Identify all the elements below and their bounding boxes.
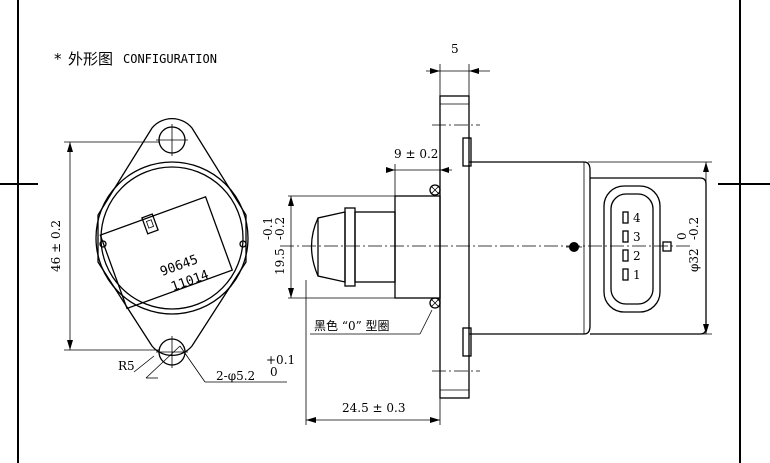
- hole-callouts: R5 2-φ5.2 +0.1 0: [118, 345, 295, 383]
- dim-19-5-tol-up: -0.1: [261, 217, 275, 240]
- hole-label: 2-φ5.2: [216, 369, 255, 383]
- heading-zh: 外形图: [68, 50, 113, 68]
- oring-callout: 黑色 “0” 型圈: [310, 309, 433, 335]
- dim-24-5-label: 24.5 ± 0.3: [342, 401, 406, 415]
- pin-1: 1: [633, 268, 641, 282]
- heading-star: *: [54, 50, 62, 68]
- heading: * 外形图 CONFIGURATION: [54, 50, 217, 68]
- front-view: 90645 11014: [95, 118, 249, 368]
- dim-5-label: 5: [451, 42, 459, 56]
- dim-phi32-tol-up: 0: [675, 232, 689, 240]
- hole-tol-low: 0: [270, 365, 278, 379]
- pin-2: 2: [633, 249, 641, 263]
- dim-phi32-tol-low: -0.2: [687, 217, 701, 240]
- dim-phi32-label: φ32: [687, 248, 701, 272]
- hole-tol-up: +0.1: [266, 353, 295, 367]
- connector-pins: 4 3 2 1: [622, 211, 641, 282]
- dim-9-label: 9 ± 0.2: [394, 147, 438, 161]
- pin-3: 3: [633, 230, 641, 244]
- pin-4: 4: [633, 211, 641, 225]
- r5-label: R5: [118, 359, 135, 373]
- dim-19-5-tol-low: -0.2: [273, 217, 287, 240]
- dimension-9: 9 ± 0.2: [386, 147, 452, 196]
- dimension-19-5: 19.5 -0.1 -0.2: [261, 195, 395, 299]
- oring-label: 黑色 “0” 型圈: [314, 319, 390, 333]
- dimension-5: 5: [426, 42, 490, 96]
- dimension-phi32: φ32 0 -0.2: [588, 161, 712, 335]
- dimension-46: 46 ± 0.2: [49, 141, 160, 351]
- dimension-24-5: 24.5 ± 0.3: [305, 280, 441, 425]
- heading-en: CONFIGURATION: [123, 52, 217, 66]
- dim-46-label: 46 ± 0.2: [49, 220, 63, 272]
- dim-19-5-label: 19.5: [273, 248, 287, 275]
- side-view: 4 3 2 1: [280, 95, 707, 399]
